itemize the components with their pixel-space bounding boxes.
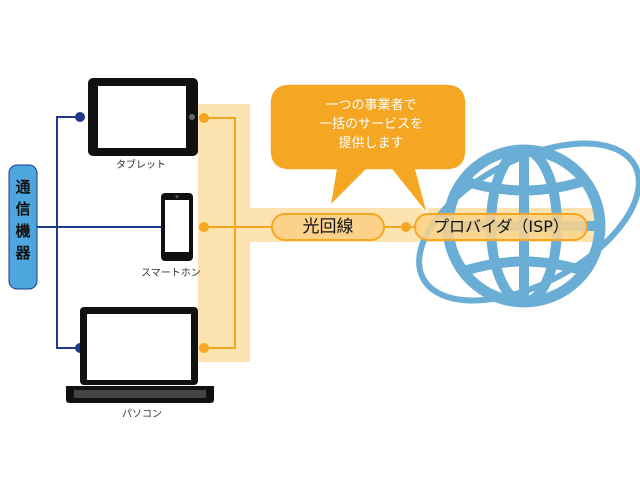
fiber-line-box: [271, 213, 385, 241]
callout-text: 一つの事業者で 一括のサービスを 提供します: [318, 98, 423, 151]
communication-device-box: [8, 164, 38, 290]
fiber-line-label: 光回線: [302, 217, 354, 237]
smartphone-label: スマートホン: [141, 268, 201, 279]
tablet-icon: [88, 78, 198, 156]
laptop-icon: [66, 307, 214, 403]
smartphone-icon: [161, 193, 193, 261]
orange-dots: [199, 113, 411, 353]
pc-label: パソコン: [122, 409, 162, 420]
navy-connections: [36, 116, 161, 349]
tablet-label: タブレット: [116, 160, 166, 171]
communication-device-label: 通 信 機 器: [15, 178, 31, 262]
provider-label: プロバイダ（ISP）: [433, 217, 569, 236]
callout-bubble: [269, 83, 467, 216]
provider-box: [414, 213, 588, 241]
